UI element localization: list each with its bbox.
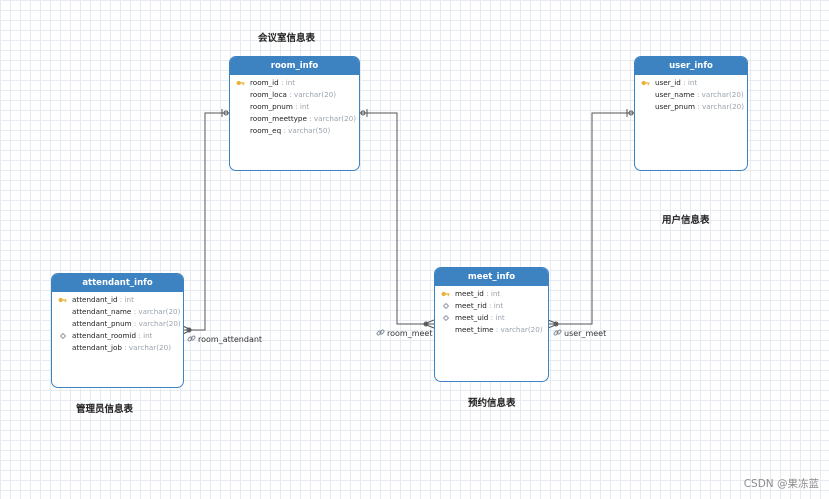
field-name: user_id bbox=[655, 78, 681, 87]
caption-meet: 预约信息表 bbox=[468, 398, 516, 409]
primary-key-icon bbox=[441, 291, 450, 297]
field-room-loca[interactable]: room_loca : varchar(20) bbox=[250, 90, 337, 99]
watermark: CSDN @果冻蓝 bbox=[743, 478, 819, 490]
attendant-info-table[interactable]: attendant_info attendant_id : int attend… bbox=[51, 273, 184, 388]
relation-name: room_attendant bbox=[198, 335, 263, 344]
field-user-id[interactable]: user_id : int bbox=[635, 77, 747, 89]
field-name: room_pnum bbox=[250, 102, 293, 111]
caption-user: 用户信息表 bbox=[662, 215, 710, 226]
field-type: varchar(20) bbox=[313, 114, 356, 123]
field-type: int bbox=[687, 78, 698, 87]
field-type: varchar(20) bbox=[138, 319, 181, 328]
line-room-meet bbox=[360, 112, 434, 325]
field-name: room_meettype bbox=[250, 114, 307, 123]
relation-name: room_meet bbox=[387, 329, 433, 338]
field-room-meettype[interactable]: room_meettype : varchar(20) bbox=[250, 114, 356, 123]
field-name: room_loca bbox=[250, 90, 287, 99]
field-name: attendant_name bbox=[72, 307, 132, 316]
field-user-name[interactable]: user_name : varchar(20) bbox=[655, 90, 744, 99]
foreign-key-icon bbox=[60, 333, 66, 339]
relation-label-user-meet[interactable]: user_meet bbox=[553, 328, 606, 338]
field-name: meet_time bbox=[455, 325, 494, 334]
user-info-header[interactable]: user_info bbox=[635, 57, 747, 75]
field-room-id[interactable]: room_id : int bbox=[230, 77, 359, 89]
field-name: meet_rid bbox=[455, 301, 487, 310]
field-name: attendant_roomid bbox=[72, 331, 137, 340]
room-info-table[interactable]: room_info room_id : int room_loca : varc… bbox=[229, 56, 360, 171]
field-user-pnum[interactable]: user_pnum : varchar(20) bbox=[655, 102, 745, 111]
line-user-meet bbox=[548, 112, 634, 325]
relation-label-room-attendant[interactable]: room_attendant bbox=[187, 334, 262, 344]
field-type: varchar(20) bbox=[701, 90, 744, 99]
field-name: room_eq bbox=[250, 126, 282, 135]
caption-room: 会议室信息表 bbox=[258, 33, 316, 44]
meet-info-table[interactable]: meet_info meet_id : int meet_rid : int m… bbox=[434, 267, 549, 382]
field-name: attendant_job bbox=[72, 343, 122, 352]
field-meet-rid[interactable]: meet_rid : int bbox=[435, 300, 548, 312]
caption-attendant: 管理员信息表 bbox=[76, 404, 134, 415]
field-name: room_id bbox=[250, 78, 279, 87]
field-meet-time[interactable]: meet_time : varchar(20) bbox=[455, 325, 543, 334]
attendant-info-header[interactable]: attendant_info bbox=[52, 274, 183, 292]
field-type: int bbox=[143, 331, 153, 340]
field-type: varchar(20) bbox=[500, 325, 543, 334]
link-icon bbox=[553, 329, 562, 336]
field-name: user_name bbox=[655, 90, 695, 99]
room-info-header[interactable]: room_info bbox=[230, 57, 359, 75]
field-attendant-pnum[interactable]: attendant_pnum : varchar(20) bbox=[72, 319, 181, 328]
field-type: int bbox=[285, 78, 296, 87]
field-type: varchar(20) bbox=[293, 90, 337, 99]
field-name: attendant_pnum bbox=[72, 319, 132, 328]
primary-key-icon bbox=[58, 297, 67, 303]
primary-key-icon bbox=[236, 80, 245, 86]
link-icon bbox=[187, 335, 196, 342]
field-type: int bbox=[495, 313, 505, 322]
field-type: varchar(20) bbox=[701, 102, 745, 111]
foreign-key-icon bbox=[443, 315, 449, 321]
field-type: int bbox=[299, 102, 310, 111]
field-room-pnum[interactable]: room_pnum : int bbox=[250, 102, 310, 111]
link-icon bbox=[376, 329, 385, 336]
field-room-eq[interactable]: room_eq : varchar(50) bbox=[250, 126, 331, 135]
field-type: varchar(20) bbox=[138, 307, 181, 316]
user-info-table[interactable]: user_info user_id : int user_name : varc… bbox=[634, 56, 748, 171]
foreign-key-icon bbox=[443, 303, 449, 309]
field-name: attendant_id bbox=[72, 295, 118, 304]
field-attendant-job[interactable]: attendant_job : varchar(20) bbox=[72, 343, 171, 352]
primary-key-icon bbox=[641, 80, 650, 86]
line-room-attendant bbox=[183, 112, 229, 331]
field-type: int bbox=[490, 289, 501, 298]
field-attendant-name[interactable]: attendant_name : varchar(20) bbox=[72, 307, 181, 316]
field-meet-id[interactable]: meet_id : int bbox=[435, 288, 548, 300]
field-name: meet_uid bbox=[455, 313, 489, 322]
field-attendant-roomid[interactable]: attendant_roomid : int bbox=[52, 330, 183, 342]
relation-label-room-meet[interactable]: room_meet bbox=[376, 328, 432, 338]
field-type: varchar(20) bbox=[128, 343, 171, 352]
field-type: int bbox=[493, 301, 504, 310]
field-type: varchar(50) bbox=[288, 126, 331, 135]
field-name: meet_id bbox=[455, 289, 484, 298]
field-meet-uid[interactable]: meet_uid : int bbox=[435, 312, 548, 324]
field-name: user_pnum bbox=[655, 102, 695, 111]
field-attendant-id[interactable]: attendant_id : int bbox=[52, 294, 183, 306]
meet-info-header[interactable]: meet_info bbox=[435, 268, 548, 286]
field-type: int bbox=[124, 295, 134, 304]
relation-name: user_meet bbox=[564, 329, 607, 338]
